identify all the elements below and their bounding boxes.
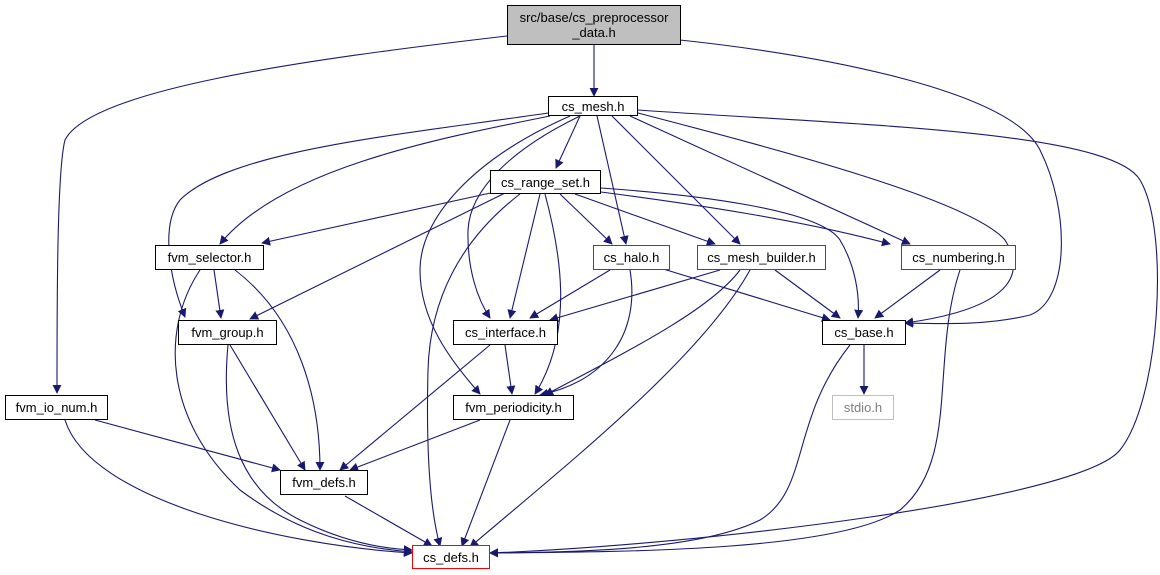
edge-cs_mesh_builder-fvm_periodicity xyxy=(544,269,741,396)
edge-fvm_defs-cs_defs xyxy=(344,495,433,547)
edge-cs_mesh_builder-cs_interface xyxy=(549,269,721,323)
node-cs_numbering[interactable]: cs_numbering.h xyxy=(901,245,1016,270)
edge-cs_mesh-fvm_group xyxy=(168,112,549,318)
node-cs_base[interactable]: cs_base.h xyxy=(822,320,906,345)
edge-cs_mesh_builder-cs_base xyxy=(774,269,841,319)
edge-fvm_selector-fvm_defs xyxy=(234,269,325,471)
edge-cs_numbering-cs_defs xyxy=(489,269,961,558)
edge-cs_range_set-cs_base xyxy=(600,187,864,319)
node-cs_mesh_builder[interactable]: cs_mesh_builder.h xyxy=(697,245,826,270)
node-stdio: stdio.h xyxy=(832,395,894,420)
edge-cs_range_set-cs_halo xyxy=(559,193,613,245)
node-cs_halo[interactable]: cs_halo.h xyxy=(593,245,670,270)
node-cs_defs[interactable]: cs_defs.h xyxy=(412,545,490,569)
edge-fvm_selector-cs_defs xyxy=(174,269,413,556)
edge-cs_mesh-cs_mesh_builder xyxy=(611,115,741,245)
edge-cs_base-cs_defs xyxy=(489,344,851,558)
edge-cs_mesh-fvm_periodicity xyxy=(419,115,571,395)
edge-fvm_periodicity-cs_defs xyxy=(460,419,511,547)
edge-cs_range_set-fvm_selector xyxy=(261,191,496,246)
node-cs_range_set[interactable]: cs_range_set.h xyxy=(490,170,601,194)
node-fvm_io_num[interactable]: fvm_io_num.h xyxy=(5,395,108,420)
node-root: src/base/cs_preprocessor _data.h xyxy=(507,5,681,45)
edge-cs_range_set-fvm_group xyxy=(249,192,506,320)
node-cs_mesh[interactable]: cs_mesh.h xyxy=(548,96,638,116)
edge-cs_range_set-cs_interface xyxy=(507,193,541,319)
edge-cs_mesh-fvm_selector xyxy=(219,115,551,245)
edge-cs_range_set-cs_numbering xyxy=(600,191,891,247)
edge-fvm_io_num-fvm_defs xyxy=(94,419,281,473)
edge-cs_mesh-cs_numbering xyxy=(629,115,911,245)
edge-cs_halo-fvm_periodicity xyxy=(539,269,633,398)
edge-cs_range_set-fvm_periodicity xyxy=(534,193,562,395)
edge-cs_range_set-cs_mesh_builder xyxy=(574,193,716,246)
edge-cs_numbering-cs_base xyxy=(874,269,941,319)
edge-cs_mesh_builder-cs_defs xyxy=(469,269,751,548)
edge-cs_range_set-cs_defs xyxy=(426,193,521,547)
edge-cs_mesh-cs_halo xyxy=(596,115,629,245)
node-fvm_group[interactable]: fvm_group.h xyxy=(178,320,277,345)
node-fvm_selector[interactable]: fvm_selector.h xyxy=(155,245,264,270)
edge-cs_mesh-cs_interface xyxy=(467,115,581,319)
edge-cs_halo-cs_interface xyxy=(529,269,611,319)
edge-cs_interface-fvm_defs xyxy=(339,344,491,471)
edge-cs_interface-fvm_periodicity xyxy=(504,344,516,395)
edge-fvm_io_num-cs_defs xyxy=(64,419,413,557)
edge-cs_mesh-cs_defs xyxy=(489,109,1158,558)
node-cs_interface[interactable]: cs_interface.h xyxy=(453,320,558,345)
edge-fvm_periodicity-fvm_defs xyxy=(349,419,481,472)
node-fvm_defs[interactable]: fvm_defs.h xyxy=(280,470,368,495)
edge-cs_mesh-cs_range_set xyxy=(555,115,581,169)
edge-root-fvm_io_num xyxy=(52,35,508,394)
edge-fvm_selector-fvm_group xyxy=(213,269,225,319)
edge-fvm_group-fvm_defs xyxy=(229,344,306,471)
edge-cs_mesh-cs_base xyxy=(637,112,1014,327)
edge-fvm_group-cs_defs xyxy=(225,344,413,555)
node-fvm_periodicity[interactable]: fvm_periodicity.h xyxy=(453,395,574,420)
edge-root-cs_base xyxy=(679,39,1062,328)
edge-cs_halo-cs_base xyxy=(659,267,831,322)
